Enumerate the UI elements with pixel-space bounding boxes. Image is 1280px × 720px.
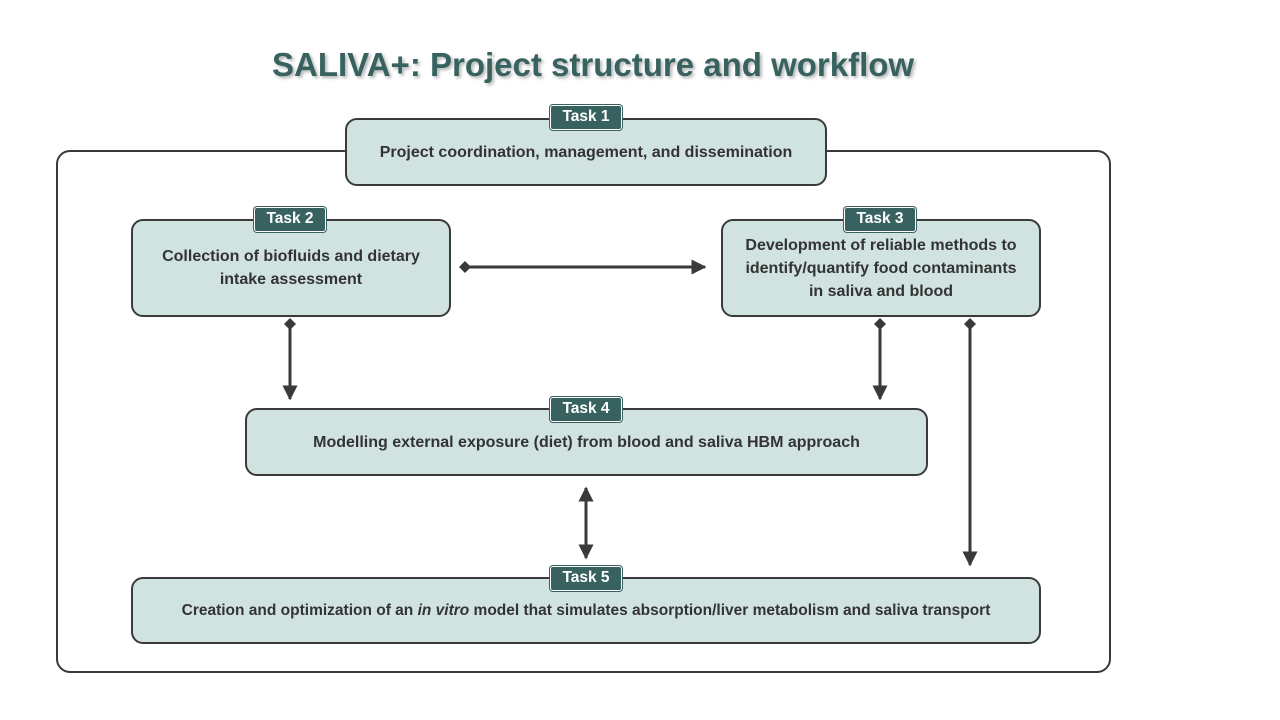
task-2-text-line2: intake assessment (219, 271, 363, 288)
task-5-text-before: Creation and optimization of an (181, 602, 418, 619)
task-5-tag: Task 5 (550, 566, 622, 591)
task-2-text-line1: Collection of biofluids and dietary (162, 248, 420, 265)
task-5-text: Creation and optimization of an in vitro… (182, 599, 991, 622)
task-3-tag: Task 3 (844, 207, 916, 232)
task-3-box: Development of reliable methods to ident… (721, 219, 1041, 317)
task-3-text-line3: in saliva and blood (808, 282, 954, 300)
task-5-text-italic: in vitro (417, 602, 470, 619)
task-1-text: Project coordination, management, and di… (379, 143, 793, 161)
task-3-text-line1: Development of reliable methods to (745, 236, 1017, 254)
task-4-tag: Task 4 (550, 397, 622, 422)
task-4-text: Modelling external exposure (diet) from … (313, 433, 860, 451)
task-3-text-line2: identify/quantify food contaminants (745, 259, 1017, 277)
diagram-title: SALIVA+: Project structure and workflow (272, 46, 915, 83)
task-5-box: Creation and optimization of an in vitro… (131, 577, 1041, 644)
task-2-tag: Task 2 (254, 207, 326, 232)
task-2-box: Collection of biofluids and dietary inta… (131, 219, 451, 317)
task-5-text-after: model that simulates absorption/liver me… (469, 602, 991, 619)
task-1-tag: Task 1 (550, 105, 622, 130)
